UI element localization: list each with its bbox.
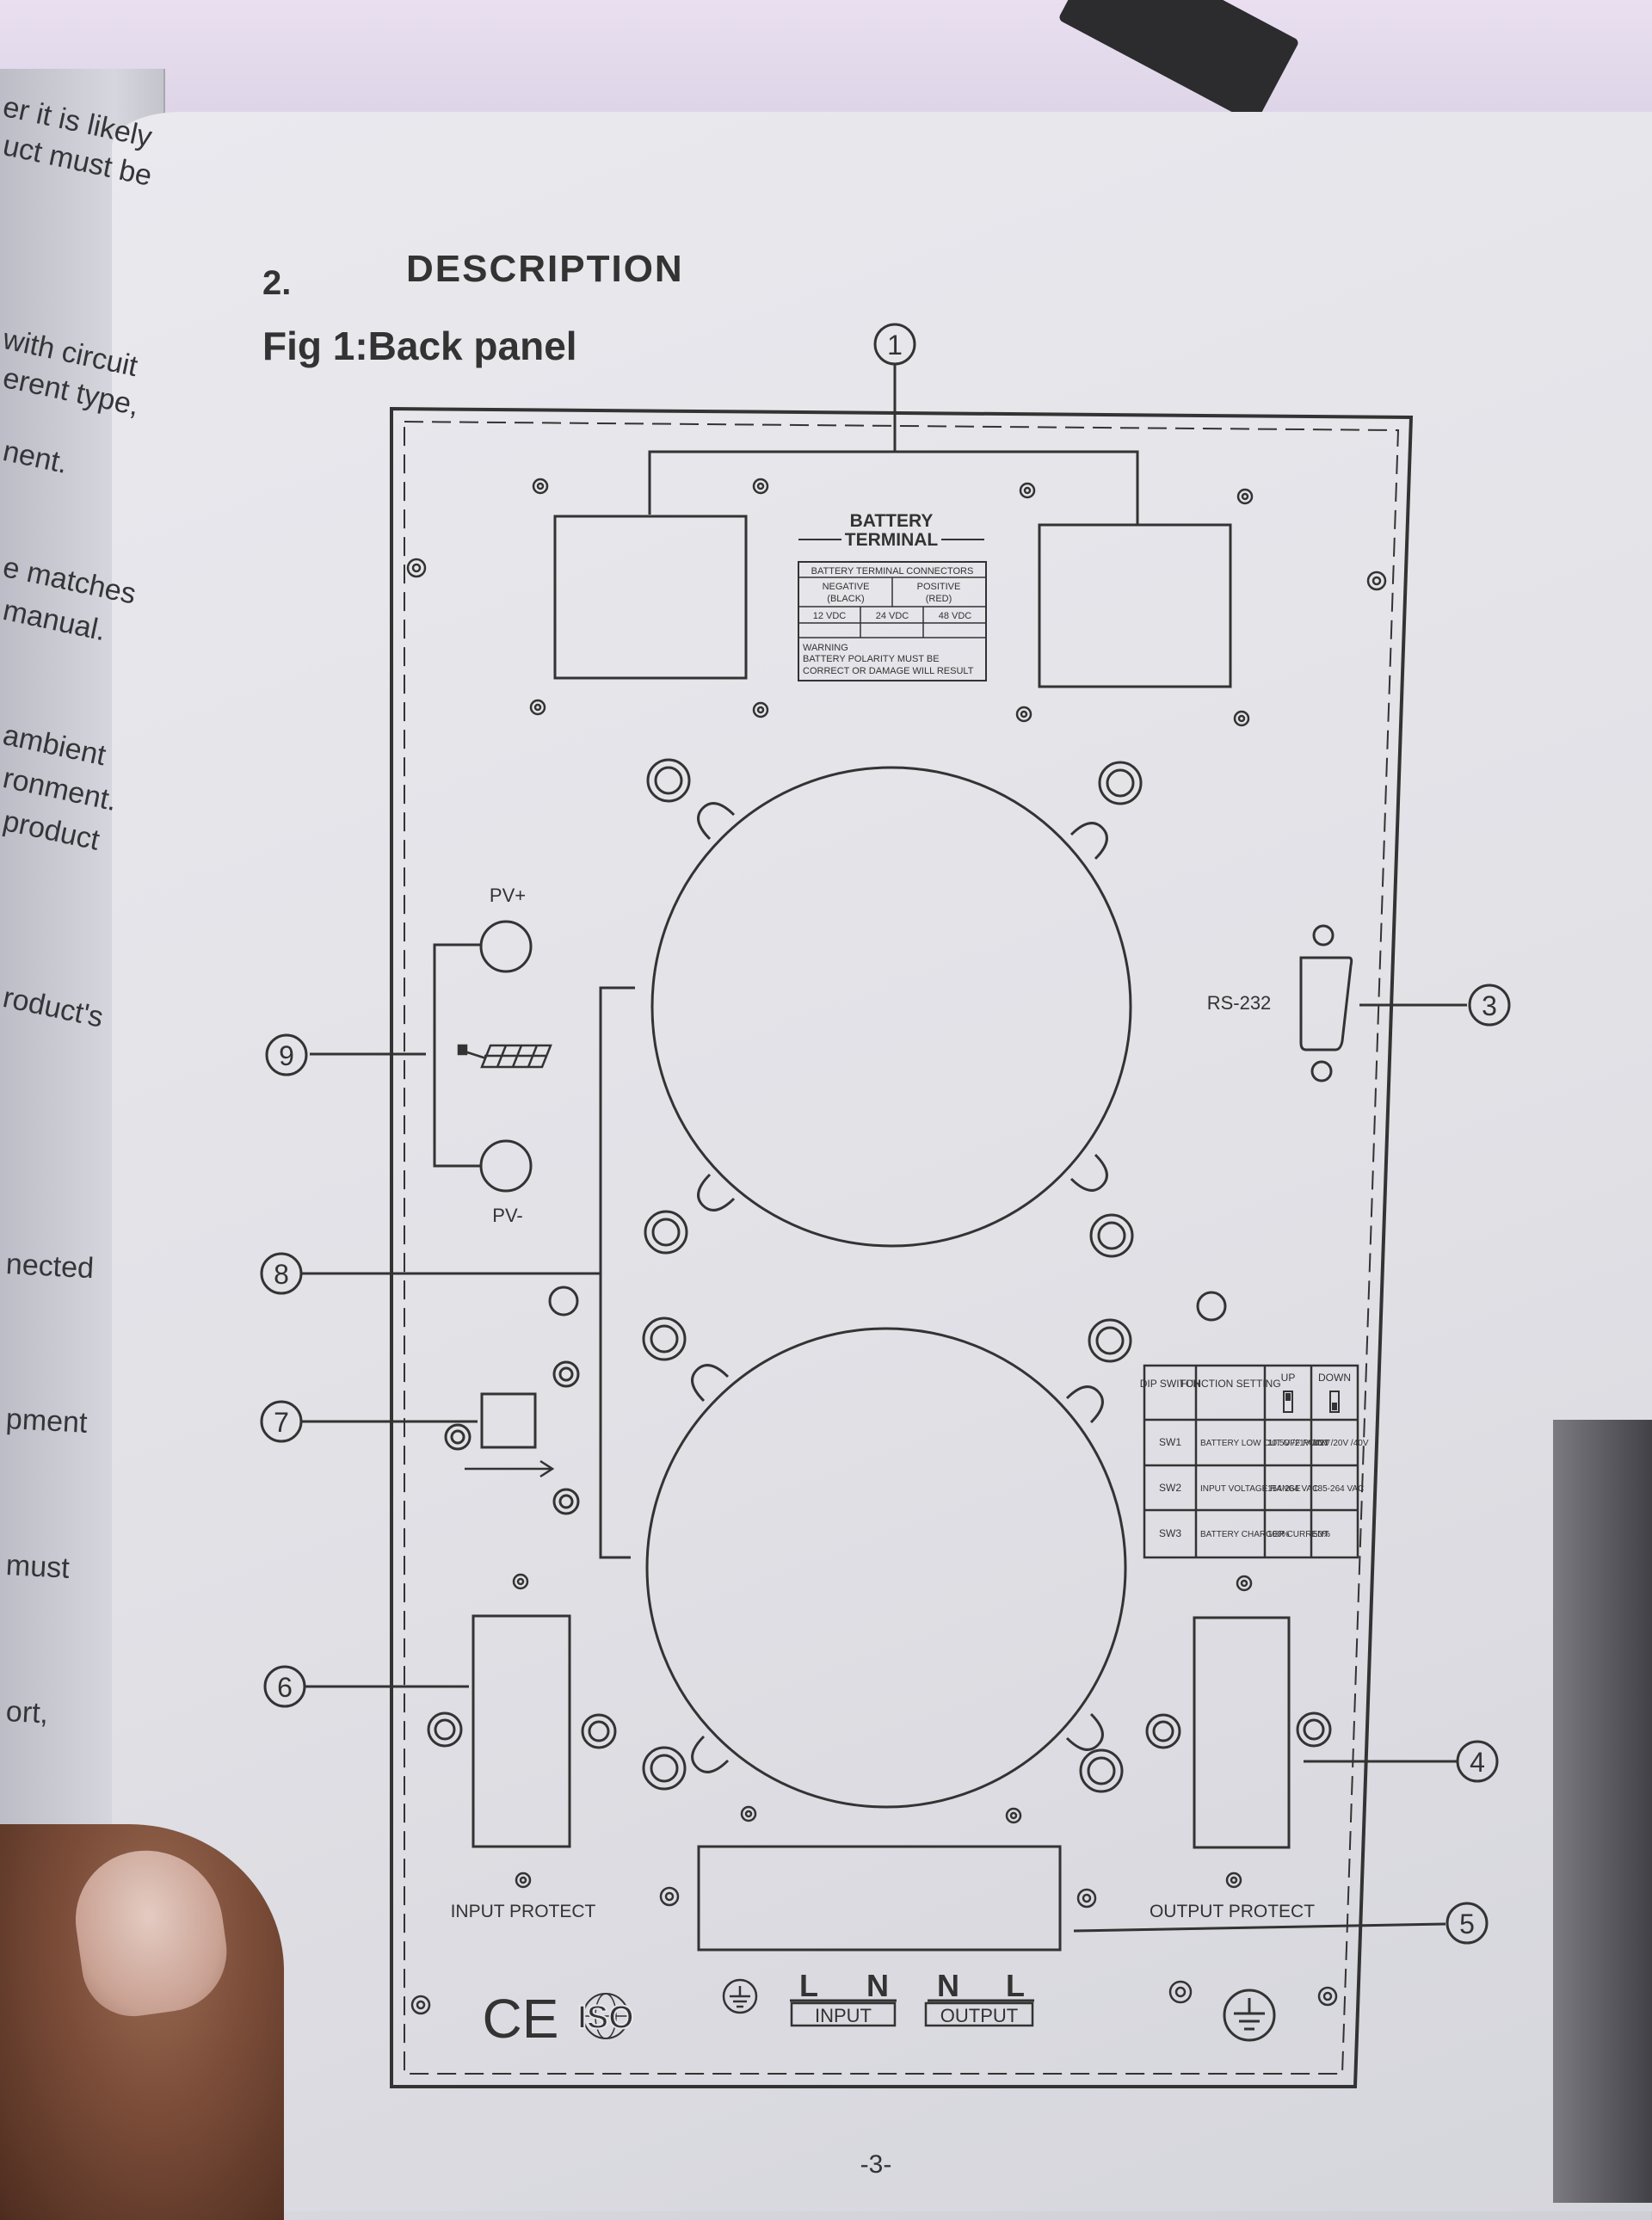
dip-sw2-down: 185-264 VAC — [1313, 1484, 1364, 1494]
svg-text:ISO: ISO — [577, 2000, 633, 2036]
section-title: DESCRIPTION — [406, 248, 684, 290]
iso-logo: ISO — [576, 1993, 635, 2039]
dip-sw3-down: 50% — [1313, 1530, 1330, 1539]
figure-caption: Fig 1:Back panel — [262, 324, 577, 368]
svg-text:6: 6 — [277, 1672, 293, 1703]
pv-minus-label: PV- — [492, 1205, 522, 1226]
solar-panel-icon — [457, 1044, 552, 1069]
callout-4: 4 — [1304, 1740, 1499, 1783]
output-terminal-marking: N L OUTPUT — [924, 1968, 1034, 2027]
screws — [406, 478, 1387, 2015]
table-edge — [1553, 1420, 1652, 2203]
fan-upper — [650, 766, 1132, 1248]
dip-sw3-up: 100% — [1267, 1530, 1290, 1539]
ground-icon — [1223, 1989, 1276, 2042]
input-protect-breaker[interactable] — [472, 1614, 571, 1848]
svg-text:3: 3 — [1482, 990, 1497, 1021]
svg-text:12 VDC: 12 VDC — [813, 611, 847, 621]
background-top — [0, 0, 1652, 129]
callout-7: 7 — [260, 1392, 555, 1478]
dip-down-icon — [1329, 1391, 1340, 1413]
svg-text:9: 9 — [279, 1040, 294, 1071]
svg-text:24 VDC: 24 VDC — [876, 611, 909, 621]
dip-sw2-up: 154-264 VAC — [1267, 1484, 1318, 1494]
manual-page — [112, 112, 1652, 2211]
battery-title-1: BATTERY — [850, 511, 934, 531]
rs232-port[interactable]: RS-232 — [1207, 956, 1353, 1051]
input-terminal-marking: L N INPUT — [790, 1968, 897, 2027]
svg-text:8: 8 — [274, 1259, 289, 1290]
svg-text:4: 4 — [1470, 1747, 1485, 1778]
page-number: -3- — [860, 2150, 892, 2179]
output-protect-label: OUTPUT PROTECT — [1150, 1902, 1315, 1921]
callout-9: 9 — [265, 1033, 308, 1076]
callout-1: 1 — [648, 323, 1139, 525]
battery-table-header: BATTERY TERMINAL CONNECTORS — [811, 566, 974, 577]
svg-text:CORRECT OR DAMAGE WILL RESULT: CORRECT OR DAMAGE WILL RESULT — [803, 666, 974, 676]
pv-plus-label: PV+ — [490, 885, 526, 906]
svg-text:7: 7 — [274, 1407, 289, 1438]
svg-text:NEGATIVE: NEGATIVE — [823, 582, 870, 592]
dip-header-switch: DIP SWITCH — [1140, 1378, 1200, 1390]
dip-header-down: DOWN — [1318, 1372, 1351, 1384]
breaker-switch[interactable] — [480, 1392, 537, 1449]
svg-text:BATTERY POLARITY MUST BE: BATTERY POLARITY MUST BE — [803, 654, 940, 664]
svg-text:POSITIVE: POSITIVE — [917, 582, 961, 592]
dip-sw2: SW2 — [1159, 1482, 1181, 1494]
callout-8: 8 — [260, 986, 635, 1559]
fan-mount-screws — [427, 758, 1335, 1793]
output-protect-breaker[interactable] — [1193, 1616, 1291, 1849]
svg-text:(RED): (RED) — [926, 594, 952, 604]
dip-up-icon — [1283, 1391, 1293, 1413]
callout-3: 3 — [1359, 984, 1511, 1027]
svg-text:N: N — [937, 1968, 959, 2003]
dip-sw1-down: 10V /20V /40V — [1313, 1439, 1369, 1448]
dip-header-function: FUNCTION SETTING — [1180, 1378, 1280, 1390]
svg-text:48 VDC: 48 VDC — [939, 611, 972, 621]
pv-section: PV+ PV- — [310, 885, 552, 1226]
input-protect-label: INPUT PROTECT — [451, 1902, 596, 1921]
battery-title-2: TERMINAL — [845, 530, 939, 550]
dip-header-up: UP — [1281, 1372, 1296, 1384]
fan-lower — [645, 1327, 1127, 1809]
svg-text:1: 1 — [887, 330, 903, 361]
ce-mark: CE — [483, 1988, 559, 2050]
callout-6: 6 — [263, 1665, 469, 1708]
dip-sw3-function: BATTERY CHARGER CURRENT — [1200, 1530, 1328, 1539]
dip-sw1-up: 10.5V /21V /42V — [1267, 1439, 1330, 1448]
callout-5: 5 — [1073, 1902, 1489, 1945]
pv-plus-terminal[interactable] — [479, 920, 533, 973]
svg-text:5: 5 — [1459, 1909, 1475, 1939]
battery-terminal-positive[interactable] — [1038, 523, 1232, 688]
battery-label: BATTERY TERMINAL BATTERY TERMINAL CONNEC… — [798, 511, 987, 681]
svg-text:L: L — [1006, 1968, 1025, 2003]
ground-icon — [722, 1978, 758, 2014]
pv-minus-terminal[interactable] — [479, 1139, 533, 1193]
panel-outline — [390, 406, 1414, 2088]
svg-text:OUTPUT: OUTPUT — [940, 2005, 1018, 2026]
svg-text:INPUT: INPUT — [815, 2005, 872, 2026]
svg-text:L: L — [799, 1968, 818, 2003]
svg-text:N: N — [866, 1968, 889, 2003]
section-number: 2. — [262, 264, 291, 302]
svg-text:WARNING: WARNING — [803, 643, 848, 653]
dip-sw3: SW3 — [1159, 1527, 1181, 1539]
dip-sw2-function: INPUT VOLTAGE RANGE — [1200, 1484, 1301, 1494]
svg-text:(BLACK): (BLACK) — [827, 594, 864, 604]
dip-sw1-function: BATTERY LOW CUT OFF POINT — [1200, 1439, 1329, 1448]
dip-switch-table: DIP SWITCH FUNCTION SETTING UP DOWN SW1 … — [1140, 1364, 1369, 1559]
battery-terminal-negative[interactable] — [553, 515, 748, 680]
rs232-label: RS-232 — [1207, 992, 1272, 1014]
ac-terminal-block[interactable] — [697, 1845, 1062, 1952]
dip-sw1: SW1 — [1159, 1436, 1181, 1448]
